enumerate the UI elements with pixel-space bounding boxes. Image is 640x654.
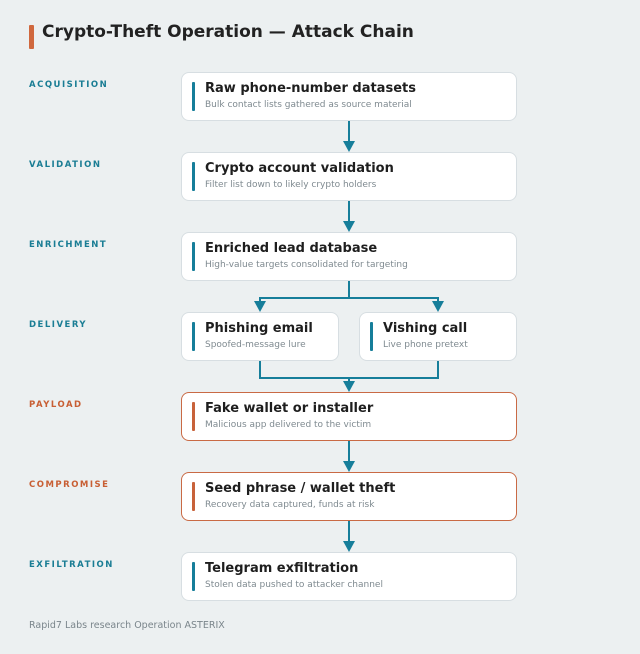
node-vishing-call: Vishing call Live phone pretext: [359, 312, 517, 361]
node-accent-bar: [192, 482, 195, 511]
node-accent-bar: [192, 82, 195, 111]
node-description: High-value targets consolidated for targ…: [205, 260, 408, 270]
stage-label-enrichment: ENRICHMENT: [29, 240, 108, 250]
node-description: Bulk contact lists gathered as source ma…: [205, 100, 412, 110]
node-description: Live phone pretext: [383, 340, 468, 350]
stage-label-compromise: COMPROMISE: [29, 480, 110, 490]
node-title: Raw phone-number datasets: [205, 81, 416, 96]
connector-line: [349, 297, 439, 302]
node-accent-bar: [370, 322, 373, 351]
arrowhead-icon: [343, 141, 355, 152]
node-title: Enriched lead database: [205, 241, 378, 256]
node-seed-theft: Seed phrase / wallet theft Recovery data…: [181, 472, 517, 521]
node-title: Seed phrase / wallet theft: [205, 481, 396, 496]
stage-label-validation: VALIDATION: [29, 160, 102, 170]
connector-line: [259, 281, 350, 302]
node-title: Fake wallet or installer: [205, 401, 374, 416]
node-description: Spoofed-message lure: [205, 340, 306, 350]
node-raw-datasets: Raw phone-number datasets Bulk contact l…: [181, 72, 517, 121]
stage-label-exfiltration: EXFILTRATION: [29, 560, 114, 570]
arrowhead-icon: [254, 301, 266, 312]
title-accent-bar: [29, 25, 34, 49]
page-title: Crypto-Theft Operation — Attack Chain: [42, 22, 414, 42]
node-phishing-email: Phishing email Spoofed-message lure: [181, 312, 339, 361]
node-telegram-exfiltration: Telegram exfiltration Stolen data pushed…: [181, 552, 517, 601]
stage-label-acquisition: ACQUISITION: [29, 80, 109, 90]
stage-label-delivery: DELIVERY: [29, 320, 88, 330]
footer-credit: Rapid7 Labs research Operation ASTERIX: [29, 620, 225, 631]
node-description: Filter list down to likely crypto holder…: [205, 180, 377, 190]
arrowhead-icon: [343, 381, 355, 392]
node-description: Recovery data captured, funds at risk: [205, 500, 375, 510]
node-accent-bar: [192, 242, 195, 271]
arrowhead-icon: [343, 461, 355, 472]
node-accent-bar: [192, 562, 195, 591]
connector-line: [259, 361, 439, 379]
arrowhead-icon: [432, 301, 444, 312]
node-description: Stolen data pushed to attacker channel: [205, 580, 383, 590]
node-title: Vishing call: [383, 321, 468, 336]
stage-label-payload: PAYLOAD: [29, 400, 83, 410]
arrowhead-icon: [343, 541, 355, 552]
node-accent-bar: [192, 402, 195, 431]
node-title: Crypto account validation: [205, 161, 394, 176]
node-accent-bar: [192, 322, 195, 351]
node-enriched-database: Enriched lead database High-value target…: [181, 232, 517, 281]
node-title: Telegram exfiltration: [205, 561, 359, 576]
node-accent-bar: [192, 162, 195, 191]
arrowhead-icon: [343, 221, 355, 232]
node-fake-wallet: Fake wallet or installer Malicious app d…: [181, 392, 517, 441]
node-title: Phishing email: [205, 321, 313, 336]
node-description: Malicious app delivered to the victim: [205, 420, 372, 430]
node-crypto-validation: Crypto account validation Filter list do…: [181, 152, 517, 201]
